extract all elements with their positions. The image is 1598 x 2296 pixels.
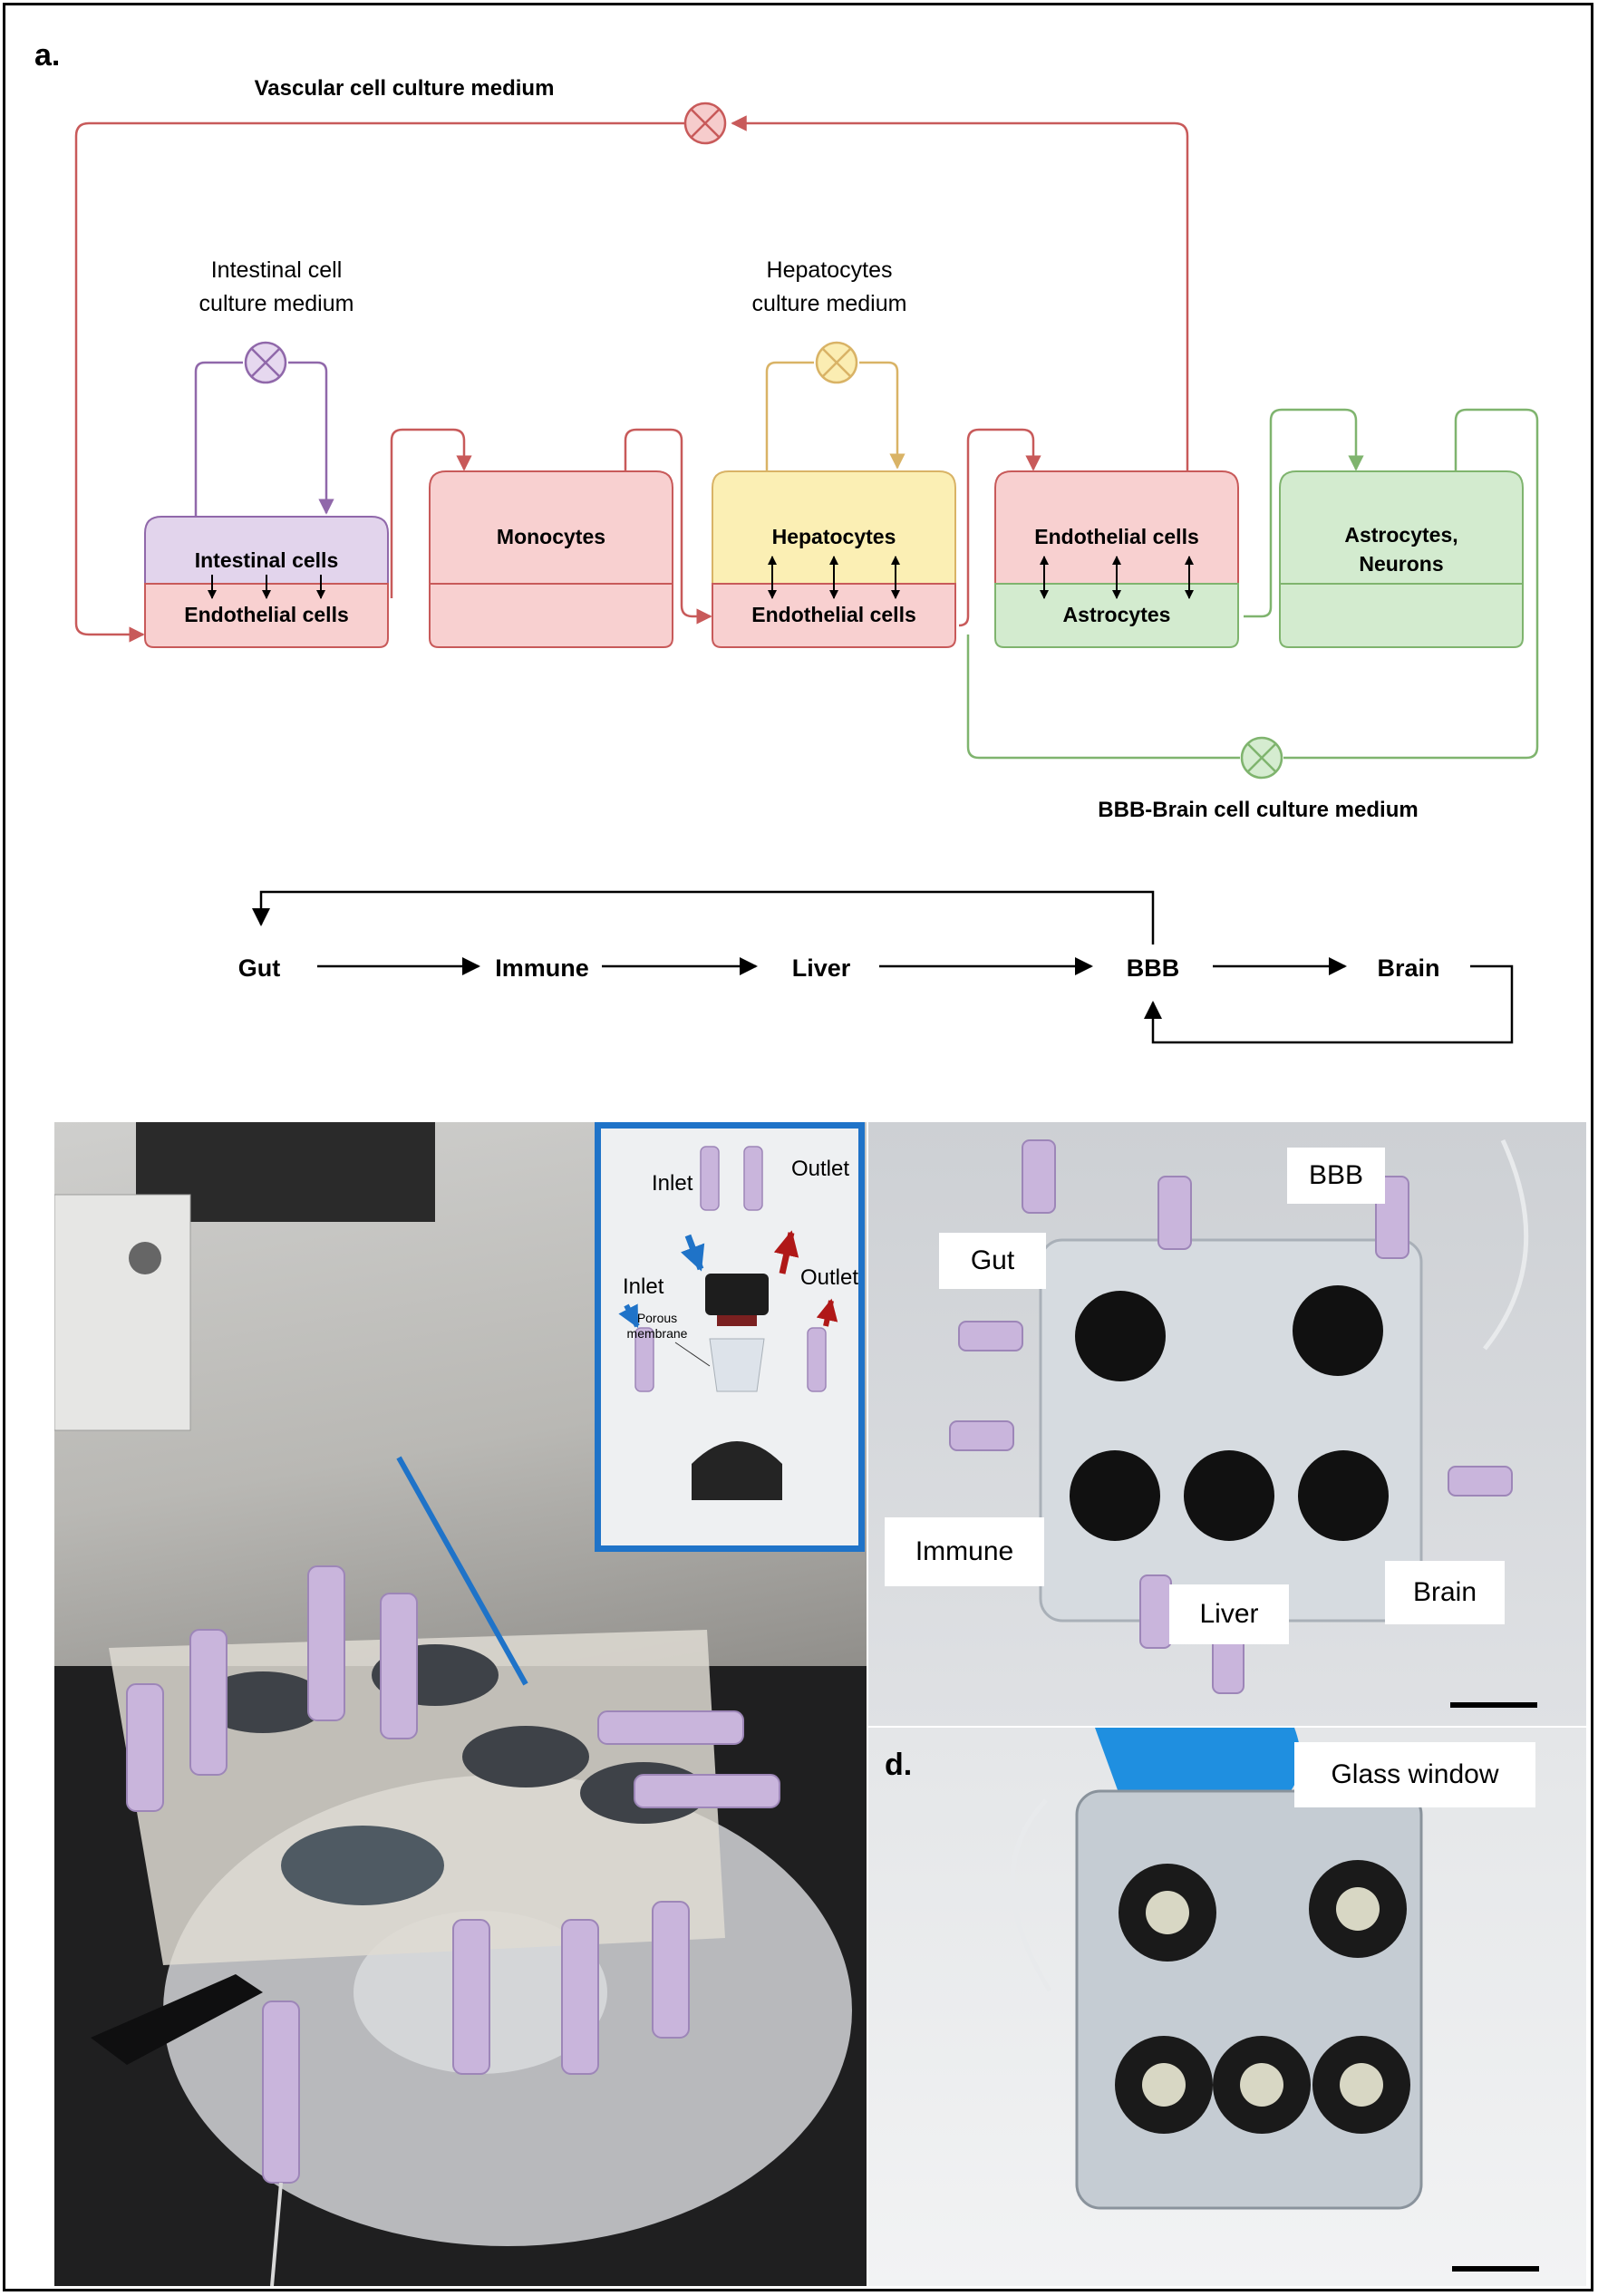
label-c-immune: Immune xyxy=(885,1517,1044,1586)
panel-c-photo: Gut BBB Immune Liver Brain xyxy=(868,1122,1586,1726)
bbb-bottom-label: Astrocytes xyxy=(1063,603,1171,626)
vascular-loop xyxy=(74,115,1189,643)
monocytes-label: Monocytes xyxy=(497,525,605,548)
figure-frame xyxy=(3,3,1593,2291)
flow-bbb: BBB xyxy=(1127,954,1180,982)
liver-top-label: Hepatocytes xyxy=(772,525,896,548)
brain-loop xyxy=(966,408,1539,760)
liver-chamber: Hepatocytes Endothelial cells xyxy=(712,470,956,648)
gut-top-label: Intestinal cells xyxy=(195,548,339,572)
panel-b-inset: Inlet Outlet Inlet Outlet Porous membran… xyxy=(595,1122,865,1552)
gut-bottom-label: Endothelial cells xyxy=(184,603,349,626)
panel-b-photo: Inlet Outlet Inlet Outlet Porous membran… xyxy=(54,1122,867,2286)
intestinal-medium-label-2: culture medium xyxy=(199,291,354,316)
flow-liver: Liver xyxy=(792,954,851,982)
bbb-top-label: Endothelial cells xyxy=(1034,525,1199,548)
flow-connections xyxy=(252,890,1514,1044)
intestinal-pump-icon xyxy=(244,341,287,384)
inset-outlet-2: Outlet xyxy=(800,1265,858,1290)
hepatocytes-medium-label-1: Hepatocytes xyxy=(767,257,893,283)
inset-inlet-1: Inlet xyxy=(652,1171,693,1196)
liver-bottom-label: Endothelial cells xyxy=(751,603,916,626)
panel-a-letter: a. xyxy=(34,38,60,73)
organ-connections xyxy=(390,428,1041,627)
label-c-liver: Liver xyxy=(1169,1584,1289,1644)
vascular-medium-label: Vascular cell culture medium xyxy=(255,76,555,101)
hepatocytes-loop xyxy=(765,361,906,471)
intestinal-loop xyxy=(194,361,334,517)
inset-outlet-1: Outlet xyxy=(791,1157,849,1181)
inset-membrane-2: membrane xyxy=(627,1326,688,1341)
vascular-pump-icon xyxy=(683,102,727,145)
panel-c-letter: c. xyxy=(868,1065,894,1070)
inset-inlet-2: Inlet xyxy=(623,1274,664,1299)
brain-label-2: Neurons xyxy=(1359,552,1443,576)
panel-c-illustration xyxy=(949,1138,1537,1708)
flow-immune: Immune xyxy=(495,954,589,982)
label-c-gut: Gut xyxy=(939,1233,1046,1289)
monocytes-chamber: Monocytes xyxy=(429,470,673,648)
panel-d-letter: d. xyxy=(885,1748,913,1782)
label-c-brain: Brain xyxy=(1385,1561,1505,1624)
panel-d-photo: d. Glass window xyxy=(868,1728,1586,2286)
panel-b-illustration xyxy=(54,1122,867,2286)
brain-label-1: Astrocytes, xyxy=(1344,523,1458,547)
bbb-brain-medium-label: BBB-Brain cell culture medium xyxy=(1098,798,1418,822)
label-d-glass-window: Glass window xyxy=(1294,1742,1535,1807)
intestinal-medium-label-1: Intestinal cell xyxy=(211,257,343,283)
inset-membrane-1: Porous xyxy=(637,1311,677,1325)
inset-illustration: Inlet Outlet Inlet Outlet Porous membran… xyxy=(618,1146,858,1500)
hepatocytes-medium-label-2: culture medium xyxy=(752,291,907,316)
hepatocytes-pump-icon xyxy=(815,341,858,384)
panel-a-diagram: a. Vascular cell culture medium Intestin… xyxy=(34,38,1539,1070)
bbb-brain-pump-icon xyxy=(1240,736,1283,780)
panel-d-illustration xyxy=(1010,1728,1539,2272)
flow-gut: Gut xyxy=(238,954,281,982)
gut-chamber: Intestinal cells Endothelial cells xyxy=(144,516,389,648)
brain-chamber: Astrocytes, Neurons xyxy=(1279,470,1524,648)
bbb-chamber: Endothelial cells Astrocytes xyxy=(994,470,1239,648)
flow-brain: Brain xyxy=(1377,954,1439,982)
label-c-bbb: BBB xyxy=(1287,1148,1385,1204)
